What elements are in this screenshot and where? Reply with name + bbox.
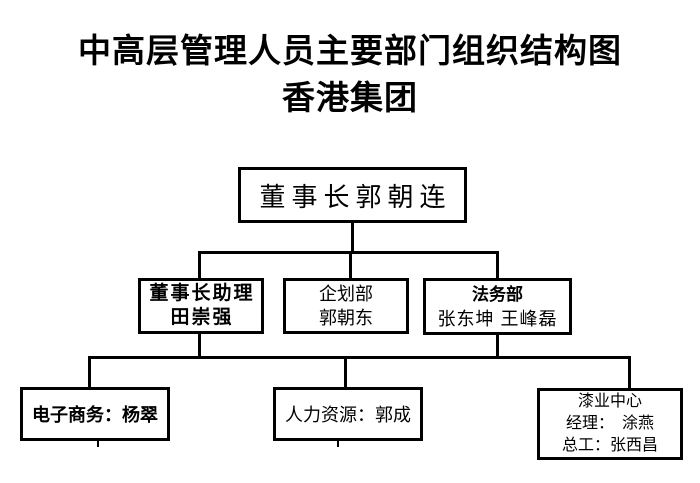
stub-below-ecommerce — [97, 441, 99, 447]
chart-title-line1: 中高层管理人员主要部门组织结构图 — [78, 32, 622, 69]
node-assistant-title: 董事长助理 — [149, 283, 255, 304]
connector-drop-paint — [628, 358, 631, 389]
connector-drop-assistant — [198, 253, 201, 279]
stub-below-hr — [337, 441, 339, 447]
node-chairman-label: 董事长郭朝连 — [259, 181, 452, 212]
connector-drop-planning — [349, 253, 352, 279]
node-ecommerce: 电子商务：杨翠 — [20, 387, 170, 441]
node-assistant: 董事长助理 田崇强 — [138, 278, 264, 334]
connector-drop-legal — [496, 253, 499, 279]
chart-title-line2: 香港集团 — [282, 79, 418, 116]
node-ecommerce-label: 电子商务：杨翠 — [32, 405, 158, 425]
node-paint-manager: 经理： 涂燕 — [565, 415, 654, 432]
node-planning-title: 企划部 — [319, 284, 373, 304]
chart-title: 中高层管理人员主要部门组织结构图 香港集团 — [0, 27, 700, 121]
connector-legal-stem — [496, 333, 499, 358]
node-legal-persons: 张东坤 王峰磊 — [437, 308, 558, 329]
node-chairman: 董事长郭朝连 — [238, 167, 467, 223]
connector-level3-rail — [88, 356, 631, 359]
connector-level2-rail — [198, 251, 499, 254]
node-paint-engineer: 总工：张西昌 — [561, 437, 658, 454]
node-paint-title: 漆业中心 — [577, 393, 642, 410]
connector-drop-hr — [344, 358, 347, 388]
connector-root-stem — [351, 222, 354, 254]
node-hr: 人力资源：郭成 — [273, 387, 423, 441]
connector-assistant-stem — [198, 332, 201, 358]
node-legal: 法务部 张东坤 王峰磊 — [423, 278, 572, 335]
node-paint: 漆业中心 经理： 涂燕 总工：张西昌 — [537, 388, 683, 460]
node-legal-title: 法务部 — [472, 284, 523, 304]
node-hr-label: 人力资源：郭成 — [285, 405, 411, 425]
node-planning-person: 郭朝东 — [319, 308, 373, 328]
node-assistant-person: 田崇强 — [170, 307, 234, 328]
connector-drop-ecommerce — [88, 358, 91, 388]
node-planning: 企划部 郭朝东 — [283, 278, 409, 334]
